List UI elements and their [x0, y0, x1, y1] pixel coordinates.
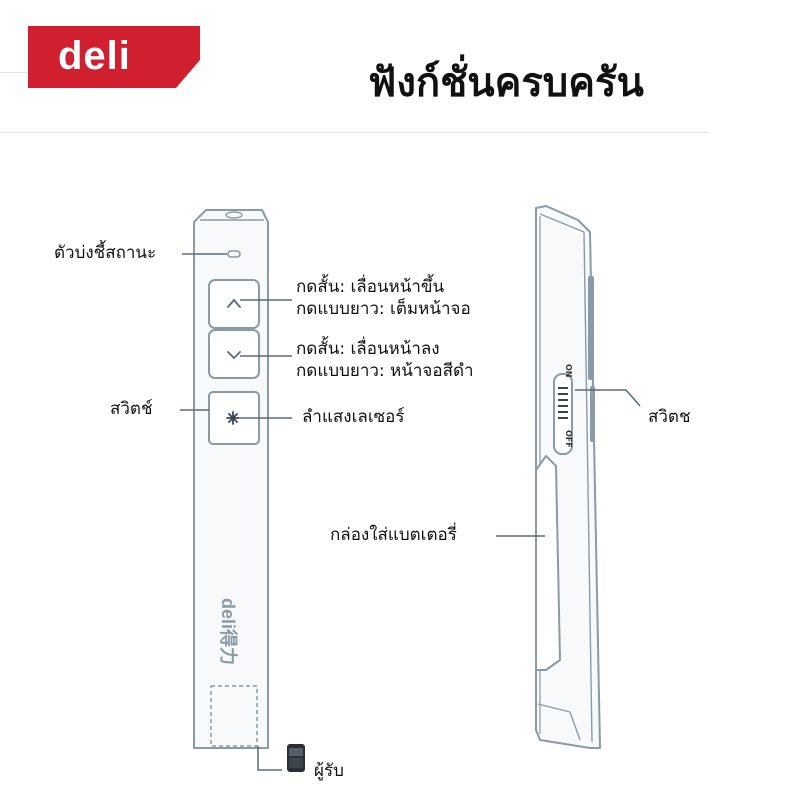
- side-key-upper: [588, 276, 594, 380]
- battery-label: กล่องใส่แบตเตอรี่: [330, 525, 457, 545]
- top-rule: [0, 72, 28, 73]
- laser-label: ลำแสงเลเซอร์: [302, 407, 405, 427]
- divider-line: [0, 132, 708, 133]
- leader-side-switch: [575, 389, 641, 407]
- chevron-up-icon: [227, 298, 241, 308]
- laser-star-icon: [226, 411, 240, 425]
- page-up-long-label: กดแบบยาว: เต็มหน้าจอ: [296, 299, 471, 319]
- chevron-down-icon: [227, 351, 241, 360]
- battery-cover: [535, 455, 561, 671]
- status-indicator-slot: [227, 250, 241, 258]
- indicator-led: [225, 211, 243, 219]
- page-up-short-label: กดสั้น: เลื่อนหน้าขึ้น: [296, 277, 445, 297]
- receiver-label: ผู้รับ: [314, 761, 344, 781]
- switch-label-front: สวิตช์: [110, 399, 153, 419]
- switch-off-label: OFF: [564, 430, 573, 448]
- page-title: ฟังก์ชั่นครบครัน: [368, 60, 644, 106]
- body-logo: deli得力: [218, 598, 239, 665]
- page-down-short-label: กดสั้น: เลื่อนหน้าลง: [296, 339, 440, 359]
- switch-label-side: สวิตช: [648, 407, 691, 427]
- side-key-lower: [590, 386, 595, 442]
- indicator-label: ตัวบ่งชี้สถานะ: [54, 243, 157, 263]
- leader-receiver: [257, 746, 282, 771]
- page-up-button-shape: [208, 279, 260, 329]
- page-down-long-label: กดแบบยาว: หน้าจอสีดำ: [296, 361, 474, 381]
- brand-logo: deli: [58, 34, 131, 78]
- switch-on-label: ON: [564, 364, 573, 378]
- page-down-button-shape: [208, 329, 260, 379]
- receiver-slot: [210, 685, 258, 747]
